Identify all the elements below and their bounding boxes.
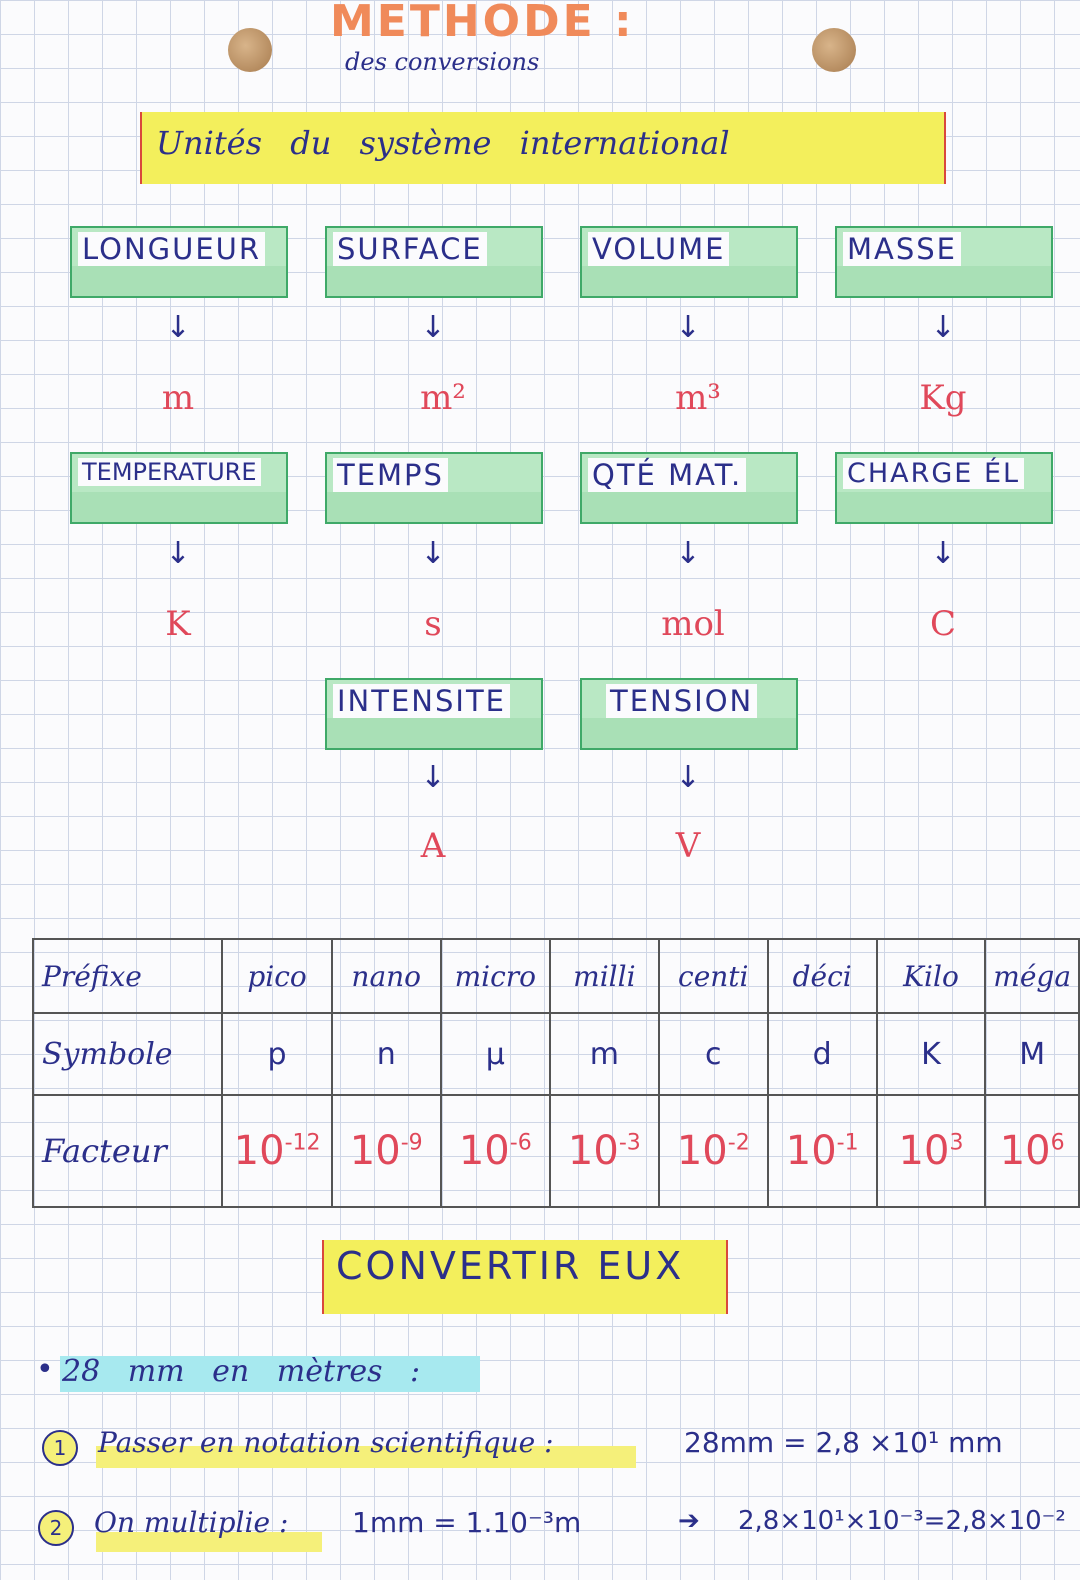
right-arrow-icon: ➔ xyxy=(678,1506,700,1536)
quantity-box-intensite: INTENSITE xyxy=(325,678,543,750)
quantity-box-surface: SURFACE xyxy=(325,226,543,298)
quantity-box-tension: TENSION xyxy=(580,678,798,750)
quantity-box-temperature: TEMPERATURE xyxy=(70,452,288,524)
factor-cell: 10-9 xyxy=(330,1094,442,1208)
step2-result: 2,8×10¹×10⁻³=2,8×10⁻² xyxy=(738,1506,1066,1536)
table-row-symbols: Symbole p n µ m c d K M xyxy=(31,1012,1080,1096)
step2-equation: 1mm = 1.10⁻³m xyxy=(352,1506,582,1539)
highlight xyxy=(96,1532,322,1552)
arrow-down-icon: ↓ xyxy=(675,536,701,571)
prefix-cell: méga xyxy=(984,938,1080,1014)
unit-qte-mat: mol xyxy=(661,604,725,644)
quantity-box-longueur: LONGUEUR xyxy=(70,226,288,298)
arrow-down-icon: ↓ xyxy=(675,760,701,795)
prefix-cell: déci xyxy=(766,938,878,1014)
step-number-2: 2 xyxy=(38,1510,74,1546)
factor-cell: 10-3 xyxy=(548,1094,660,1208)
symbol-cell: c xyxy=(657,1012,769,1096)
unit-temperature: K xyxy=(165,604,191,644)
symbol-cell: µ xyxy=(439,1012,551,1096)
prefix-cell: Kilo xyxy=(875,938,987,1014)
prefix-cell: milli xyxy=(548,938,660,1014)
prefix-cell: pico xyxy=(221,938,333,1014)
highlight xyxy=(96,1446,636,1468)
page-title: METHODE : xyxy=(330,0,635,47)
factor-cell: 10-1 xyxy=(766,1094,878,1208)
arrow-down-icon: ↓ xyxy=(165,310,191,345)
row-label-facteur: Facteur xyxy=(31,1094,224,1208)
convert-title: CONVERTIR EUX xyxy=(336,1244,685,1288)
symbol-cell: p xyxy=(221,1012,333,1096)
prefix-cell: centi xyxy=(657,938,769,1014)
factor-cell: 10-12 xyxy=(221,1094,333,1208)
arrow-down-icon: ↓ xyxy=(675,310,701,345)
arrow-down-icon: ↓ xyxy=(165,536,191,571)
symbol-cell: m xyxy=(548,1012,660,1096)
page-subtitle: des conversions xyxy=(345,48,540,76)
quantity-box-temps: TEMPS xyxy=(325,452,543,524)
step-number-1: 1 xyxy=(42,1430,78,1466)
unit-tension: V xyxy=(675,826,701,866)
quantity-box-masse: MASSE xyxy=(835,226,1053,298)
unit-temps: s xyxy=(424,604,442,644)
unit-volume: m³ xyxy=(675,378,721,418)
arrow-down-icon: ↓ xyxy=(420,536,446,571)
example-statement: 28 mm en mètres : xyxy=(62,1354,421,1389)
symbol-cell: n xyxy=(330,1012,442,1096)
quantity-box-charge-el: CHARGE ÉL xyxy=(835,452,1053,524)
prefix-cell: nano xyxy=(330,938,442,1014)
quantity-box-qte-mat: QTÉ MAT. xyxy=(580,452,798,524)
unit-longueur: m xyxy=(161,378,195,418)
factor-cell: 103 xyxy=(875,1094,987,1208)
arrow-down-icon: ↓ xyxy=(420,760,446,795)
factor-cell: 106 xyxy=(984,1094,1080,1208)
highlight xyxy=(60,1356,480,1392)
quantity-box-volume: VOLUME xyxy=(580,226,798,298)
si-units-title: Unités du système international xyxy=(156,124,730,162)
si-units-header: Unités du système international xyxy=(140,112,946,184)
arrow-down-icon: ↓ xyxy=(930,536,956,571)
step2-text: On multiplie : xyxy=(94,1506,289,1539)
table-row-prefixes: Préfixe pico nano micro milli centi déci… xyxy=(31,938,1080,1014)
prefix-table: Préfixe pico nano micro milli centi déci… xyxy=(31,938,1080,1208)
step1-text: Passer en notation scientifique : xyxy=(98,1426,554,1459)
row-label-symbole: Symbole xyxy=(31,1012,224,1096)
binder-hole-left xyxy=(228,28,272,72)
symbol-cell: d xyxy=(766,1012,878,1096)
arrow-down-icon: ↓ xyxy=(930,310,956,345)
step1-result: 28mm = 2,8 ×10¹ mm xyxy=(684,1426,1003,1459)
factor-cell: 10-2 xyxy=(657,1094,769,1208)
example-bullet: • xyxy=(36,1352,54,1387)
unit-charge-el: C xyxy=(929,604,956,644)
prefix-cell: micro xyxy=(439,938,551,1014)
unit-intensite: A xyxy=(420,826,446,866)
binder-hole-right xyxy=(812,28,856,72)
unit-masse: Kg xyxy=(919,378,967,418)
convert-header: CONVERTIR EUX xyxy=(322,1240,728,1314)
factor-cell: 10-6 xyxy=(439,1094,551,1208)
unit-surface: m² xyxy=(420,378,466,418)
row-label-prefixe: Préfixe xyxy=(31,938,224,1014)
table-row-factors: Facteur 10-12 10-9 10-6 10-3 10-2 10-1 1… xyxy=(31,1094,1080,1208)
symbol-cell: K xyxy=(875,1012,987,1096)
symbol-cell: M xyxy=(984,1012,1080,1096)
arrow-down-icon: ↓ xyxy=(420,310,446,345)
